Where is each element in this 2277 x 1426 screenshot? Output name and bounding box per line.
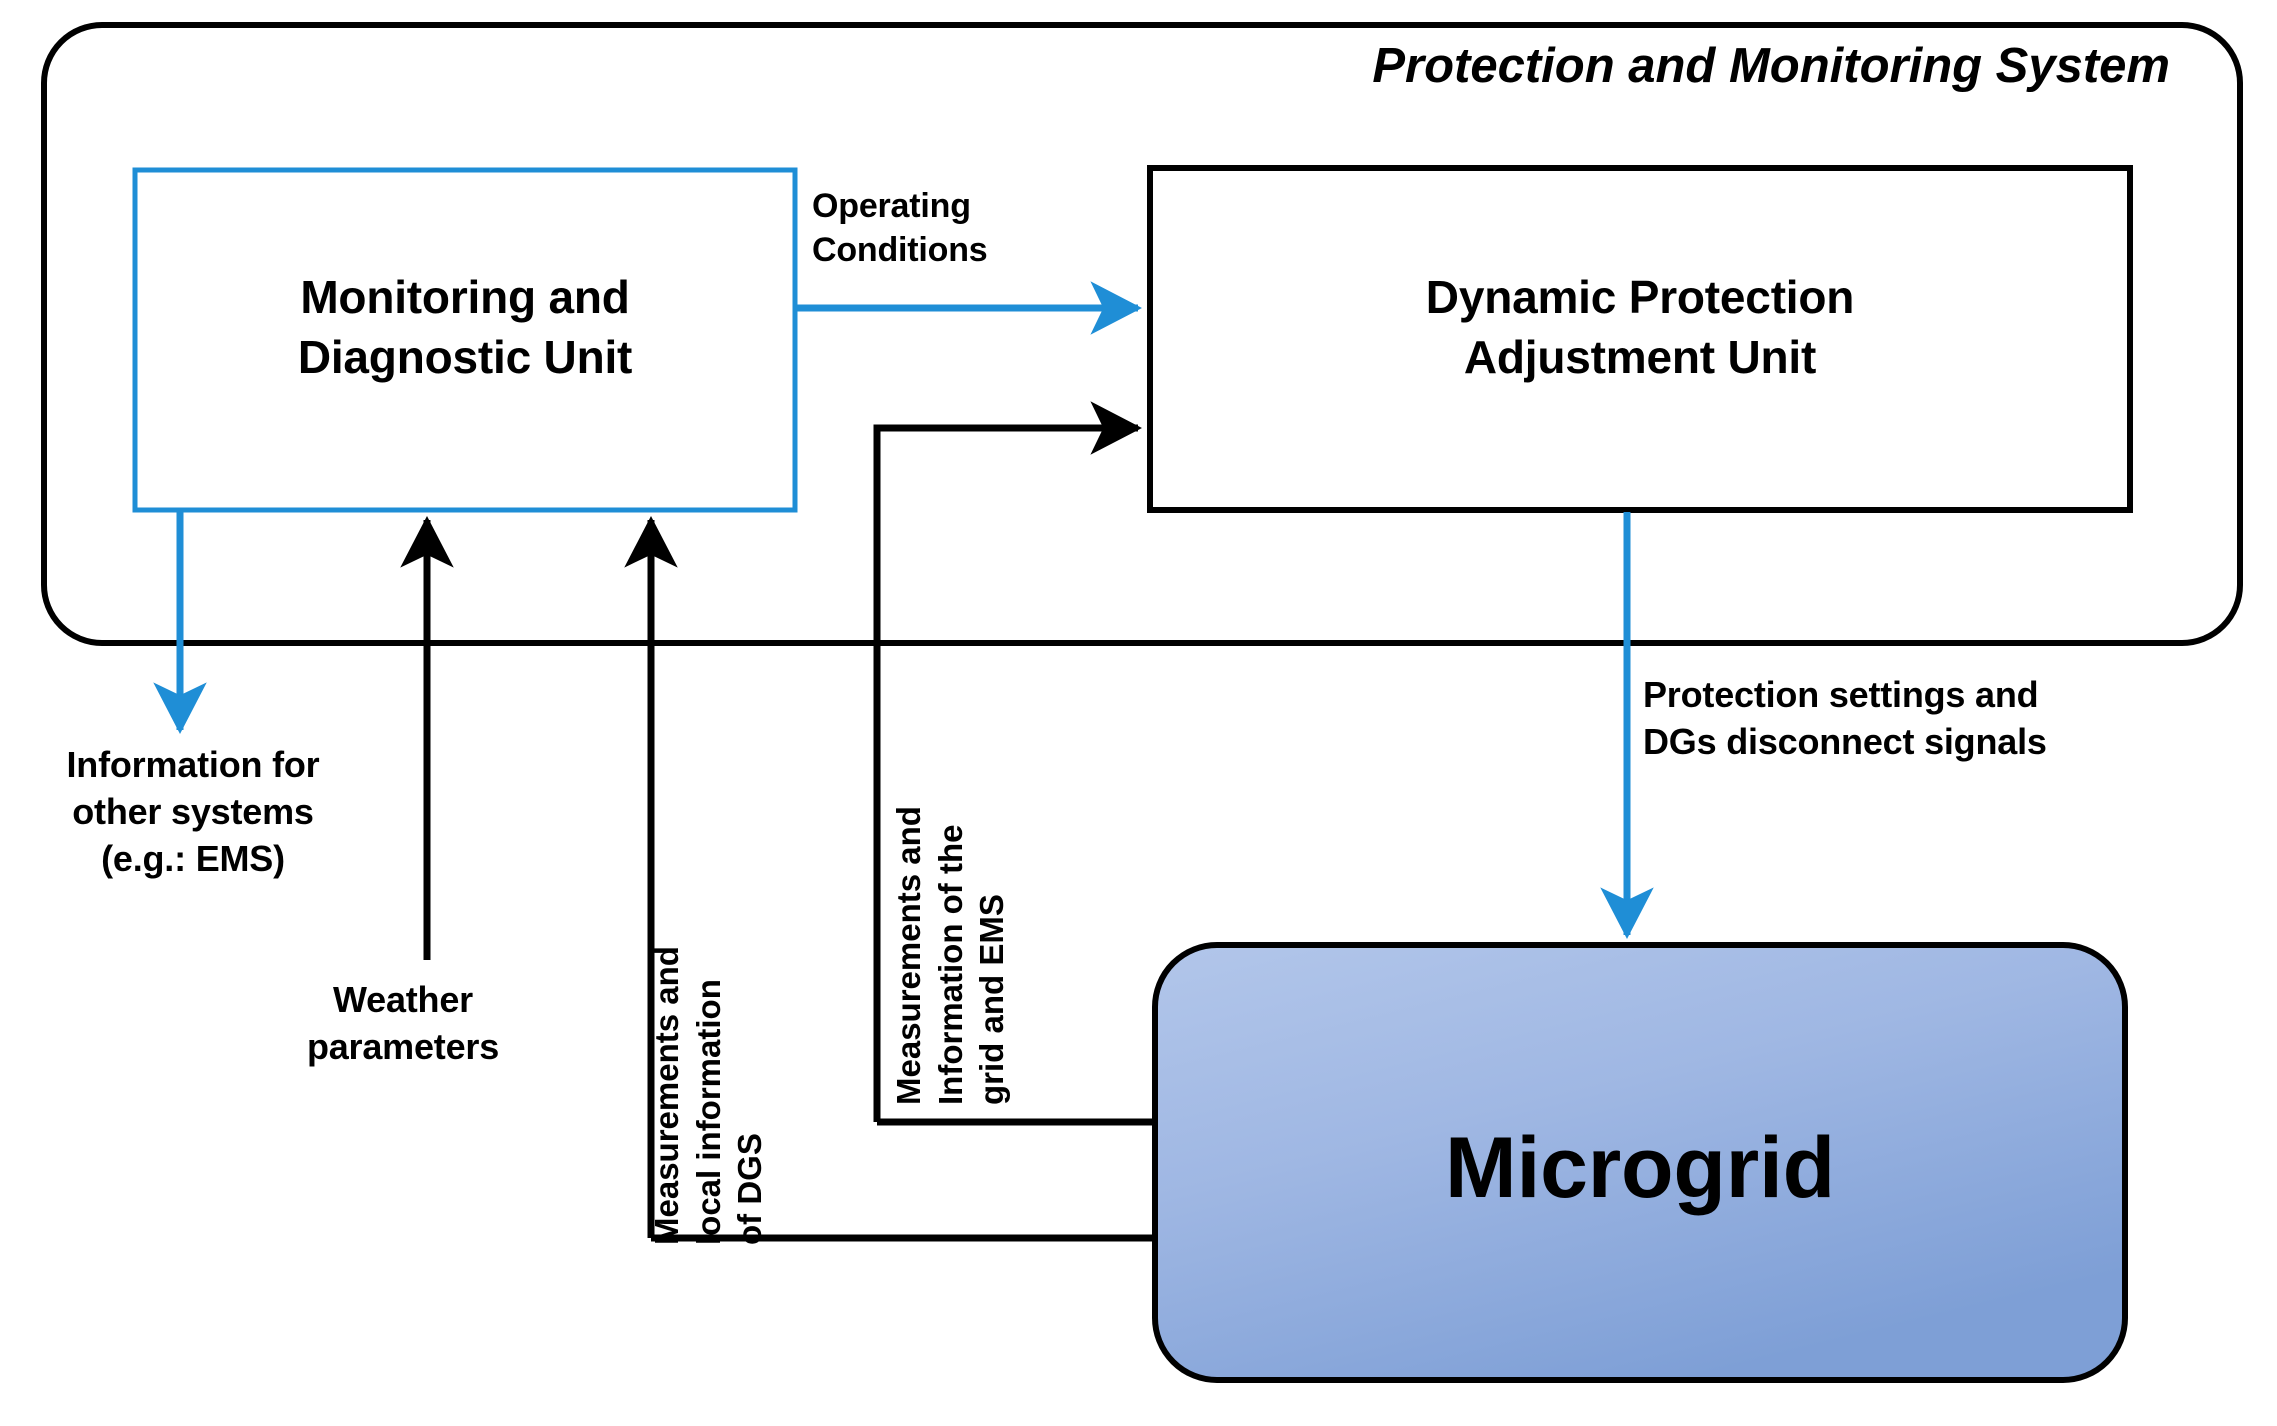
dynamic-protection-adjustment-unit-label: Dynamic Protection Adjustment Unit [1425, 271, 1855, 383]
microgrid-box[interactable] [1152, 942, 2128, 1383]
monitoring-diagnostic-unit-label: Monitoring and Diagnostic Unit [297, 271, 633, 383]
weather-parameters-label: Weather parameters [306, 979, 500, 1067]
system-boundary-frame [41, 22, 2243, 646]
measurements-grid-ems-label: Measurements and Information of the grid… [890, 806, 1011, 1105]
connector-grid-ems-to-dpau [873, 401, 1142, 1122]
protection-settings-label: Protection settings and DGs disconnect s… [1643, 674, 2047, 762]
operating-conditions-label: Operating Conditions [812, 187, 988, 269]
dynamic-protection-adjustment-unit-box[interactable] [1147, 165, 2133, 513]
monitoring-diagnostic-unit-box[interactable] [132, 167, 798, 513]
microgrid-label: Microgrid [1445, 1120, 1835, 1216]
system-title: Protection and Monitoring System [1372, 39, 2170, 93]
information-for-other-systems-label: Information for other systems (e.g.: EMS… [66, 744, 320, 879]
measurements-local-dgs-label: Measurements and local information of DG… [648, 946, 769, 1245]
